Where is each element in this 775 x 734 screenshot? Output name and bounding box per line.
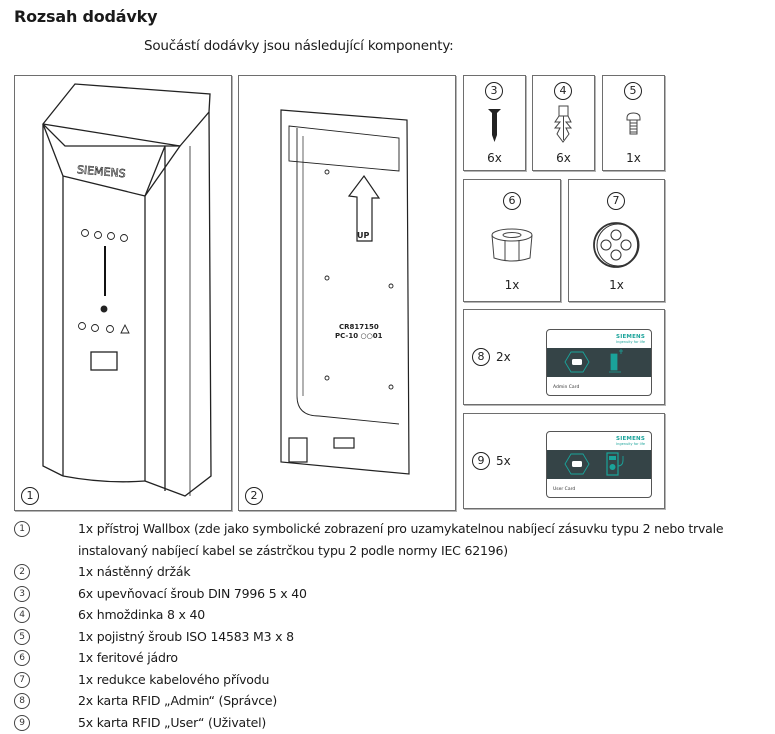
figure-number-4: 4 xyxy=(554,82,572,100)
figure-ferrite-core: 6 1x xyxy=(463,179,561,302)
wallbox-brand: SIEMENS xyxy=(76,163,126,180)
components-legend: 1 1x přístroj Wallbox (zde jako symbolic… xyxy=(14,518,754,733)
charger-icon xyxy=(564,452,624,476)
qty-screw: 6x xyxy=(487,151,502,165)
figure-number-3: 3 xyxy=(485,82,503,100)
figure-number-6: 6 xyxy=(503,192,521,210)
legend-item: 3 6x upevňovací šroub DIN 7996 5 x 40 xyxy=(14,583,754,605)
qty-ferrite-core: 1x xyxy=(504,278,520,292)
card-tagline: Ingenuity for life xyxy=(616,442,645,446)
figure-wallbox: SIEMENS 1 xyxy=(14,75,232,511)
qty-dowel: 6x xyxy=(556,151,571,165)
ferrite-core-icon xyxy=(491,228,533,262)
legend-number: 3 xyxy=(14,585,30,602)
legend-number: 2 xyxy=(14,564,30,580)
figure-dowel: 4 6x xyxy=(532,75,595,171)
card-label: User Card xyxy=(553,487,576,492)
legend-item: 8 2x karta RFID „Admin“ (Správce) xyxy=(14,690,754,712)
card-brand: SIEMENS xyxy=(616,334,645,340)
screw-icon xyxy=(488,109,501,142)
figure-admin-card: 8 2x SIEMENS Ingenuity for life Admin Ca… xyxy=(463,309,665,405)
legend-number: 1 xyxy=(14,521,30,537)
qty-admin-card: 2x xyxy=(496,350,511,364)
card-brand: SIEMENS xyxy=(616,436,645,442)
legend-text: 1x přístroj Wallbox (zde jako symbolické… xyxy=(78,521,724,558)
figure-number-7: 7 xyxy=(607,192,625,210)
card-label: Admin Card xyxy=(553,385,580,390)
legend-number: 8 xyxy=(14,693,30,709)
legend-item: 7 1x redukce kabelového přívodu xyxy=(14,669,754,691)
qty-locking-screw: 1x xyxy=(626,151,641,165)
legend-item: 2 1x nástěnný držák xyxy=(14,561,754,583)
legend-number: 7 xyxy=(14,671,30,688)
figure-number-1: 1 xyxy=(21,487,39,505)
user-card-image: SIEMENS Ingenuity for life User Card xyxy=(546,431,652,498)
legend-text: 1x nástěnný držák xyxy=(78,564,191,579)
bracket-up-label: UP xyxy=(357,231,369,240)
card-band xyxy=(547,450,651,479)
figure-locking-screw: 5 1x xyxy=(602,75,665,171)
legend-item: 1 1x přístroj Wallbox (zde jako symbolic… xyxy=(14,518,754,561)
legend-number: 4 xyxy=(14,607,30,623)
card-tagline: Ingenuity for life xyxy=(616,340,645,344)
admin-card-image: SIEMENS Ingenuity for life Admin Card xyxy=(546,329,652,396)
bracket-part-code: CR817150 xyxy=(339,323,379,331)
qty-user-card: 5x xyxy=(496,454,511,468)
legend-text: 6x hmoždinka 8 x 40 xyxy=(78,607,206,622)
legend-text: 1x redukce kabelového přívodu xyxy=(78,671,270,687)
figure-number-2: 2 xyxy=(245,487,263,505)
dowel-icon xyxy=(553,105,573,143)
wallbox-illustration: SIEMENS xyxy=(42,83,212,497)
figure-cable-reducer: 7 1x xyxy=(568,179,665,302)
figure-screw: 3 6x xyxy=(463,75,526,171)
figure-wall-bracket: UP CR817150 PC-10 ○○01 2 xyxy=(238,75,456,511)
legend-text: 2x karta RFID „Admin“ (Správce) xyxy=(78,693,278,708)
legend-text: 1x feritové jádro xyxy=(78,650,178,665)
figure-number-5: 5 xyxy=(624,82,642,100)
qty-cable-reducer: 1x xyxy=(609,278,624,292)
legend-item: 4 6x hmoždinka 8 x 40 xyxy=(14,604,754,626)
legend-number: 6 xyxy=(14,650,30,666)
figure-number-9: 9 xyxy=(472,452,490,470)
cable-reducer-icon xyxy=(593,222,640,268)
wall-bracket-illustration: UP CR817150 PC-10 ○○01 xyxy=(280,109,410,475)
legend-number: 9 xyxy=(14,714,30,731)
bracket-part-code-2: PC-10 ○○01 xyxy=(335,332,383,340)
page-title: Rozsah dodávky xyxy=(14,7,158,26)
car-icon xyxy=(564,349,623,373)
figure-number-8: 8 xyxy=(472,348,490,366)
legend-item: 9 5x karta RFID „User“ (Uživatel) xyxy=(14,712,754,734)
legend-text: 1x pojistný šroub ISO 14583 M3 x 8 xyxy=(78,628,294,644)
legend-number: 5 xyxy=(14,628,30,645)
locking-screw-icon xyxy=(626,112,641,135)
figure-user-card: 9 5x SIEMENS Ingenuity for life User Car… xyxy=(463,413,665,509)
legend-item: 6 1x feritové jádro xyxy=(14,647,754,669)
legend-item: 5 1x pojistný šroub ISO 14583 M3 x 8 xyxy=(14,626,754,648)
page-subtitle: Součástí dodávky jsou následující kompon… xyxy=(144,38,454,54)
card-band xyxy=(547,348,651,377)
legend-text: 6x upevňovací šroub DIN 7996 5 x 40 xyxy=(78,585,307,601)
legend-text: 5x karta RFID „User“ (Uživatel) xyxy=(78,714,267,730)
